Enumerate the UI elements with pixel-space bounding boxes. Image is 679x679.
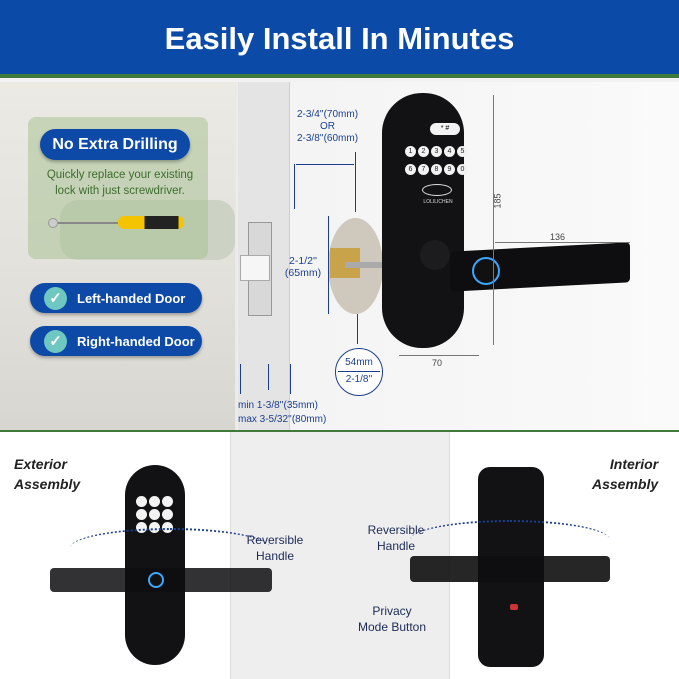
dimension-text: 2-3/8''(60mm) — [296, 133, 359, 144]
feature-description: Quickly replace your existing lock with … — [30, 167, 210, 199]
dimension-line — [355, 152, 356, 212]
key-star[interactable]: * — [440, 125, 444, 132]
screw-icon — [48, 218, 58, 228]
dimension-text: min 1-3/8''(35mm) — [238, 400, 318, 411]
key-1[interactable]: 1 — [405, 146, 416, 157]
handle-length-dimension: 136 — [550, 232, 566, 242]
note-text: Handle — [255, 549, 295, 563]
door-background — [230, 432, 450, 679]
rotate-arrow-icon — [70, 528, 270, 568]
note-text: Reversible — [367, 523, 425, 537]
page-title: Easily Install In Minutes — [0, 0, 679, 78]
note-text: Privacy — [372, 604, 412, 618]
label-text: Exterior — [14, 456, 67, 472]
bore-arrow — [328, 216, 329, 314]
rotate-arrow-icon — [410, 520, 610, 560]
dimension-line — [294, 164, 295, 209]
key-8[interactable]: 8 — [431, 164, 442, 175]
key-hash[interactable]: # — [445, 125, 450, 132]
key-5[interactable]: 5 — [457, 146, 468, 157]
interior-handle — [410, 556, 610, 582]
dimension-line — [240, 364, 241, 394]
key-2[interactable]: 2 — [418, 146, 429, 157]
key-0[interactable]: 0 — [457, 164, 468, 175]
option-label: Left-handed Door — [77, 290, 186, 306]
privacy-button — [510, 604, 518, 610]
key-6[interactable]: 6 — [405, 164, 416, 175]
dimension-text: 54mm — [345, 357, 373, 368]
dimension-text: OR — [320, 121, 335, 132]
cross-bore-arrow — [357, 314, 358, 344]
screwdriver-icon — [118, 216, 184, 229]
check-icon: ✓ — [44, 286, 67, 310]
note-text: Handle — [376, 539, 416, 553]
exterior-assembly-label: Exterior Assembly — [14, 454, 80, 494]
handle-rosette — [420, 240, 450, 270]
backset-dimension: 2-3/4''(70mm) OR 2-3/8''(60mm) — [285, 109, 370, 145]
spindle — [345, 262, 390, 268]
interior-assembly-label: Interior Assembly — [592, 454, 658, 494]
note-text: Reversible — [246, 533, 304, 547]
brand-name: LOLILICHEN — [423, 199, 453, 205]
fingerprint-sensor-icon — [148, 572, 164, 588]
bore-dimension: 2-1/2'' (65mm) — [283, 255, 323, 279]
dimension-line — [495, 242, 630, 243]
dimension-text: 2-1/2'' — [289, 255, 317, 267]
reversible-handle-note: Reversible Handle — [358, 522, 434, 554]
label-text: Interior — [609, 456, 659, 472]
reversible-handle-note: Reversible Handle — [240, 532, 310, 564]
description-line: lock with just screwdriver. — [55, 185, 185, 197]
no-drilling-badge: No Extra Drilling — [40, 129, 190, 160]
divider — [0, 430, 679, 432]
description-line: Quickly replace your existing — [46, 169, 194, 181]
dimension-text: 2-3/4''(70mm) — [296, 109, 359, 120]
thickness-arrow — [268, 364, 269, 390]
brand-logo — [422, 184, 452, 196]
smart-lock-exterior — [382, 93, 464, 348]
screwdriver-shaft — [58, 222, 118, 224]
cross-bore-circle: 54mm 2-1/8'' — [335, 348, 383, 396]
door-thickness: min 1-3/8''(35mm) max 3-5/32''(80mm) — [238, 399, 348, 427]
height-dimension: 185 — [492, 193, 503, 209]
option-label: Right-handed Door — [77, 333, 195, 349]
key-9[interactable]: 9 — [444, 164, 455, 175]
width-dimension: 70 — [432, 358, 443, 368]
right-handed-door-option: ✓ Right-handed Door — [30, 326, 202, 356]
key-4[interactable]: 4 — [444, 146, 455, 157]
check-icon: ✓ — [44, 329, 67, 353]
left-handed-door-option: ✓ Left-handed Door — [30, 283, 202, 313]
dimension-text: (65mm) — [284, 267, 322, 279]
note-text: Mode Button — [357, 620, 427, 634]
dimension-line — [493, 95, 494, 345]
backset-arrow — [296, 164, 354, 165]
key-3[interactable]: 3 — [431, 146, 442, 157]
privacy-mode-note: Privacy Mode Button — [352, 603, 432, 635]
function-keys: * # — [430, 123, 460, 135]
key-7[interactable]: 7 — [418, 164, 429, 175]
dimension-text: 2-1/8'' — [345, 374, 373, 385]
dimension-line — [290, 364, 291, 394]
label-text: Assembly — [592, 476, 659, 492]
dimension-text: max 3-5/32''(80mm) — [238, 414, 327, 425]
label-text: Assembly — [14, 476, 81, 492]
latch-bolt — [240, 255, 270, 281]
dimension-line — [399, 355, 479, 356]
fingerprint-sensor-icon — [472, 257, 500, 285]
